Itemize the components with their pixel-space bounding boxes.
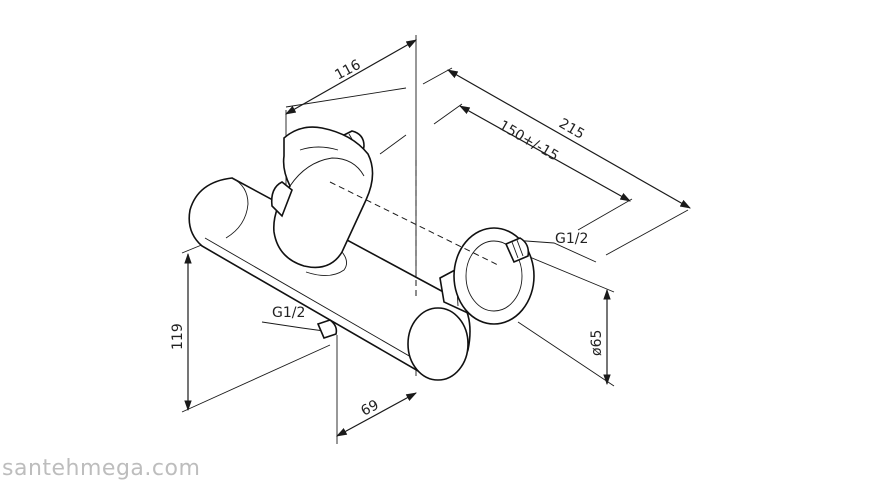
thread-bottom-label: G1/2 <box>272 305 305 321</box>
thread-right-label: G1/2 <box>555 231 588 247</box>
site-watermark: santehmega.com <box>2 456 201 481</box>
dimension-lines <box>184 39 691 437</box>
dim-150-label: 150+/-15 <box>496 118 561 165</box>
mixer-body <box>188 126 535 381</box>
dim-215-label: 215 <box>556 116 587 143</box>
dim-116-label: 116 <box>332 57 363 84</box>
hidden-lines <box>329 160 501 300</box>
dim-119-label: 119 <box>170 323 186 350</box>
dim-69-label: 69 <box>358 397 381 419</box>
dim-diameter-label: ø65 <box>589 330 605 356</box>
